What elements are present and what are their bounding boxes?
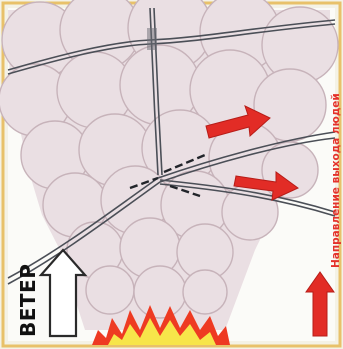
exit-direction-label: Направление выхода людей	[329, 18, 343, 268]
road-junction-marker	[147, 28, 157, 50]
wind-label: ВЕТЕР	[17, 255, 39, 337]
